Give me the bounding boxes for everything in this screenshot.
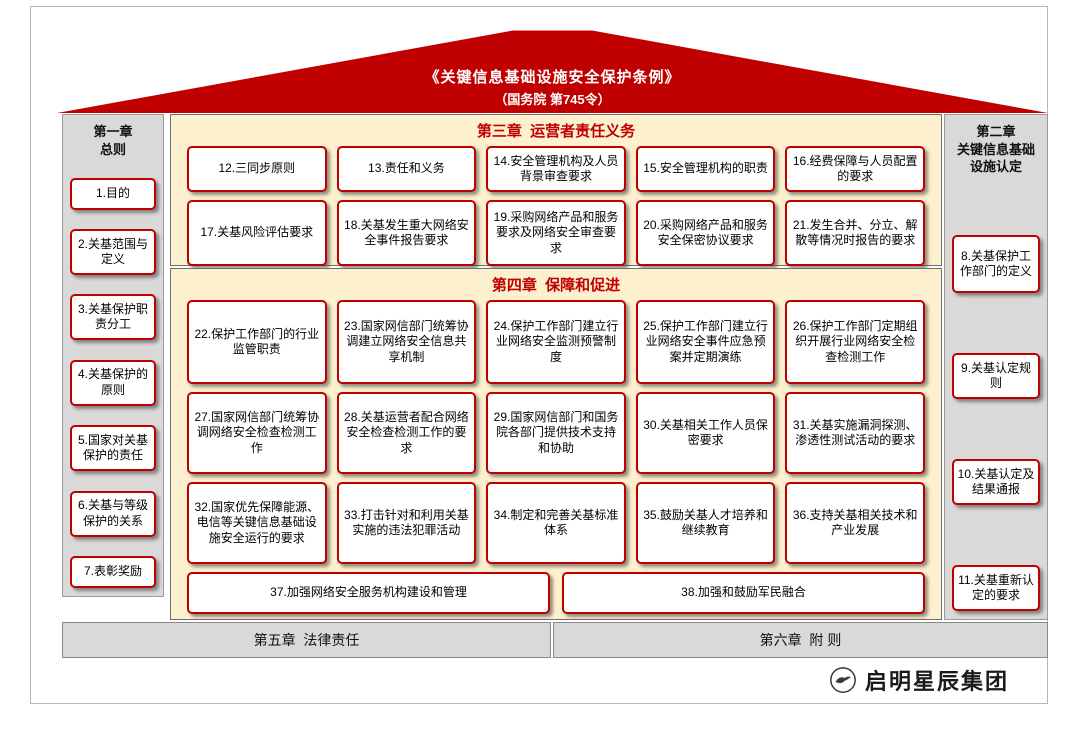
chapter1-panel: 第一章 总则 1.目的 2.关基范围与定义 3.关基保护职责分工 4.关基保护的…: [62, 114, 164, 597]
item-box-37: 37.加强网络安全服务机构建设和管理: [187, 572, 550, 614]
brand-name: 启明星辰集团: [865, 669, 1010, 694]
venustech-bird-logo-icon: [830, 667, 856, 693]
item-box-20: 20.采购网络产品和服务安全保密协议要求: [635, 200, 776, 266]
chapter3-section: 第三章 运营者责任义务 12.三同步原则 13.责任和义务 14.安全管理机构及…: [170, 114, 942, 266]
decree-number: （国务院 第745令）: [494, 92, 611, 107]
item-box-33: 33.打击针对和利用关基实施的违法犯罪活动: [336, 482, 477, 564]
item-box-18: 18.关基发生重大网络安全事件报告要求: [336, 200, 477, 266]
item-box-11: 11.关基重新认定的要求: [952, 564, 1040, 611]
item-box-5: 5.国家对关基保护的责任: [70, 425, 156, 472]
item-box-16: 16.经费保障与人员配置的要求: [785, 146, 925, 192]
item-box-14: 14.安全管理机构及人员背景审查要求: [486, 146, 626, 192]
chapter5-bar: 第五章 法律责任: [62, 622, 551, 658]
chapter4-section: 第四章 保障和促进 22.保护工作部门的行业监管职责 23.国家网信部门统筹协调…: [170, 268, 942, 620]
item-box-13: 13.责任和义务: [336, 146, 477, 192]
item-box-34: 34.制定和完善关基标准体系: [486, 482, 626, 564]
item-box-35: 35.鼓励关基人才培养和继续教育: [635, 482, 776, 564]
chapter3-title: 第三章 运营者责任义务: [476, 123, 636, 140]
item-box-28: 28.关基运营者配合网络安全检查检测工作的要求: [336, 392, 477, 474]
item-box-3: 3.关基保护职责分工: [70, 294, 156, 341]
chapter2-title-line2: 关键信息基础设施认定: [956, 141, 1035, 175]
item-box-30: 30.关基相关工作人员保密要求: [635, 392, 776, 474]
item-box-9: 9.关基认定规则: [952, 353, 1040, 400]
chapter6-bar: 第六章 附 则: [553, 622, 1048, 658]
item-box-36: 36.支持关基相关技术和产业发展: [785, 482, 925, 564]
item-box-12: 12.三同步原则: [187, 146, 327, 192]
item-box-21: 21.发生合并、分立、解散等情况时报告的要求: [785, 200, 925, 266]
item-box-27: 27.国家网信部门统筹协调网络安全检查检测工作: [187, 392, 327, 474]
chapter4-title: 第四章 保障和促进: [491, 277, 621, 294]
item-box-6: 6.关基与等级保护的关系: [70, 490, 156, 537]
chapter1-title-line1: 第一章: [93, 124, 133, 139]
item-box-7: 7.表彰奖励: [70, 555, 156, 588]
regulation-title: 《关键信息基础设施安全保护条例》: [424, 69, 681, 86]
chapter2-title: 第二章 关键信息基础设施认定: [952, 123, 1040, 176]
brand-watermark: 启明星辰集团: [828, 664, 1009, 696]
item-box-4: 4.关基保护的原则: [70, 359, 156, 406]
item-box-25: 25.保护工作部门建立行业网络安全事件应急预案并定期演练: [635, 300, 776, 384]
item-box-24: 24.保护工作部门建立行业网络安全监测预警制度: [486, 300, 626, 384]
chapter4-wide-row: 37.加强网络安全服务机构建设和管理 38.加强和鼓励军民融合: [171, 564, 941, 614]
item-box-22: 22.保护工作部门的行业监管职责: [187, 300, 327, 384]
item-box-23: 23.国家网信部门统筹协调建立网络安全信息共享机制: [336, 300, 477, 384]
chapter3-grid: 12.三同步原则 13.责任和义务 14.安全管理机构及人员背景审查要求 15.…: [171, 141, 941, 266]
item-box-38: 38.加强和鼓励军民融合: [562, 572, 925, 614]
item-box-31: 31.关基实施漏洞探测、渗透性测试活动的要求: [785, 392, 925, 474]
chapter2-panel: 第二章 关键信息基础设施认定 8.关基保护工作部门的定义 9.关基认定规则 10…: [944, 114, 1048, 620]
item-box-19: 19.采购网络产品和服务要求及网络安全审查要求: [486, 200, 626, 266]
item-box-2: 2.关基范围与定义: [70, 228, 156, 275]
item-box-29: 29.国家网信部门和国务院各部门提供技术支持和协助: [486, 392, 626, 474]
item-box-1: 1.目的: [70, 177, 156, 210]
item-box-15: 15.安全管理机构的职责: [635, 146, 776, 192]
item-box-26: 26.保护工作部门定期组织开展行业网络安全检查检测工作: [785, 300, 925, 384]
chapter1-title-line2: 总则: [99, 141, 126, 157]
chapter2-title-line1: 第二章: [976, 124, 1016, 139]
chapter4-grid: 22.保护工作部门的行业监管职责 23.国家网信部门统筹协调建立网络安全信息共享…: [171, 295, 941, 564]
item-box-8: 8.关基保护工作部门的定义: [952, 235, 1040, 294]
chapter1-title: 第一章 总则: [93, 123, 132, 158]
item-box-10: 10.关基认定及结果通报: [952, 459, 1040, 506]
item-box-32: 32.国家优先保障能源、电信等关键信息基础设施安全运行的要求: [187, 482, 327, 564]
item-box-17: 17.关基风险评估要求: [187, 200, 327, 266]
